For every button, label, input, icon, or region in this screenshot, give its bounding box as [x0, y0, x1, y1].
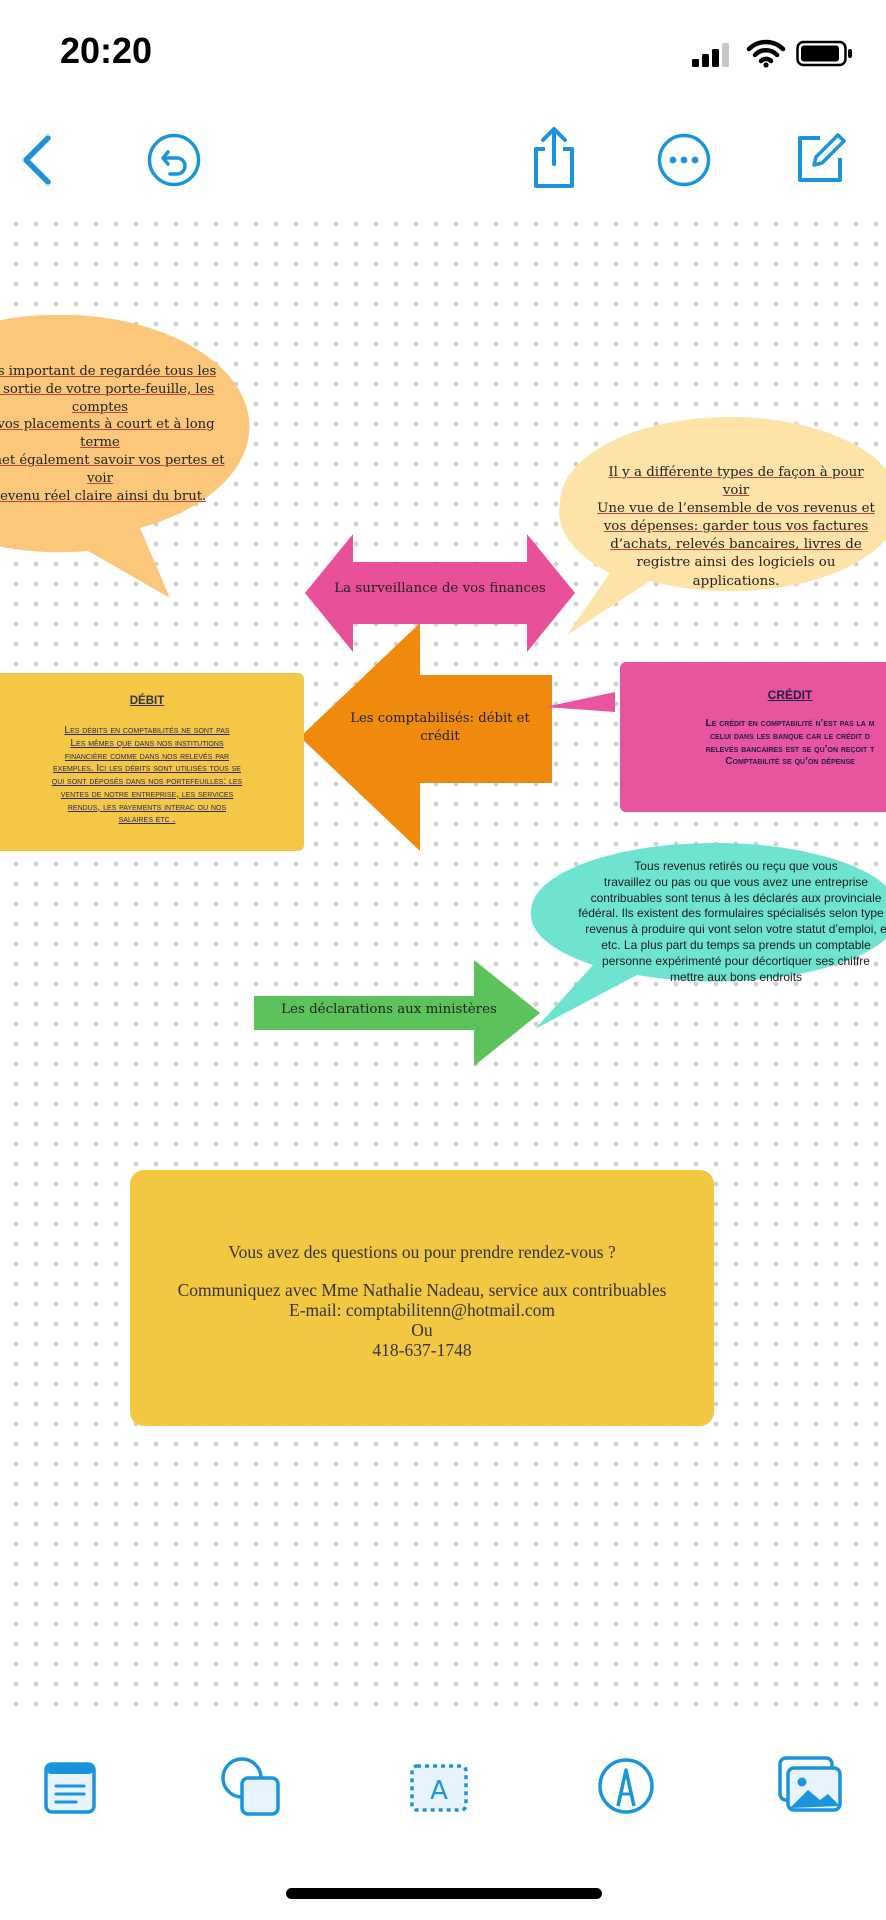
compose-icon[interactable]: [790, 128, 850, 188]
debit-line: ventes de notre entreprise, les services: [60, 788, 234, 800]
bubble-teal-line: travaillez ou pas ou que vous avez une e…: [603, 874, 869, 889]
debit-line: Les débits en comptabilités ne sont pas: [64, 725, 230, 736]
debit-line: salaires etc .: [118, 814, 176, 826]
arrow-comptabilises-line: crédit: [420, 728, 460, 744]
debit-line: qui sont déposés dans nos portefeuilles:…: [51, 776, 243, 787]
bubble-left-text: rès important de regardée tous les et so…: [0, 363, 280, 506]
debit-line: rendus, les payements interac ou nos: [67, 801, 227, 813]
arrow-comptabilises-line: Les comptabilisés: débit et: [350, 711, 530, 726]
bubble-teal-line: fédéral. Ils existent des formulaires sp…: [578, 906, 886, 921]
arrow-comptabilises-label: Les comptabilisés: débit et crédit: [330, 710, 550, 746]
bubble-teal-line: Tous revenus retirés ou reçu que vous: [634, 859, 838, 873]
credit-callout: [545, 662, 886, 812]
bottom-toolbar: A: [0, 1708, 886, 1920]
bubble-right-line: Une vue de l’ensemble de vos revenus et: [597, 501, 875, 517]
credit-title: CRÉDIT: [767, 688, 813, 702]
debit-line: exemples. Ici les débits sont utilisés t…: [53, 763, 241, 775]
share-icon[interactable]: [526, 122, 582, 192]
bubble-right-line: registre ainsi des logiciels ou: [636, 555, 836, 571]
contact-question: Vous avez des questions ou pour prendre …: [228, 1242, 616, 1262]
bubble-left-line: voir: [87, 470, 113, 486]
top-toolbar: [0, 110, 886, 210]
credit-line: Le crédit en comptabilité n’est pas la m: [705, 718, 875, 729]
debit-line: financière comme dans nos relevés par: [64, 750, 230, 762]
speech-bubble-cream: [559, 417, 886, 635]
bubble-right-text: Il y a différente types de façon à pour …: [566, 464, 886, 591]
cellular-signal-icon: [692, 43, 729, 67]
credit-line: celui dans les banque car le crédit d: [710, 730, 870, 742]
credit-line: Comptabilité se qu’on dépense: [725, 756, 855, 768]
bubble-left-line: ermet également savoir vos pertes et: [0, 453, 225, 469]
wifi-icon: [746, 39, 786, 68]
bubble-teal-line: revenus à produire qui vont selon votre …: [585, 922, 886, 937]
freeform-board[interactable]: rès important de regardée tous les et so…: [0, 208, 886, 1708]
bubble-teal-line: mettre aux bons endroits: [669, 969, 803, 984]
contact-email[interactable]: E-mail: comptabilitenn@hotmail.com: [289, 1300, 555, 1320]
contact-card: Vous avez des questions ou pour prendre …: [130, 1170, 714, 1426]
pen-icon[interactable]: [596, 1756, 656, 1816]
bubble-teal-line: contribuables sont tenus à les déclarés …: [590, 890, 882, 905]
right-arrow-green: [254, 960, 540, 1066]
battery-icon: [796, 40, 852, 67]
bubble-left-line: rès important de regardée tous les: [0, 364, 217, 379]
notes-icon[interactable]: [42, 1760, 98, 1816]
contact-person: Communiquez avec Mme Nathalie Nadeau, se…: [177, 1280, 667, 1300]
clock: 20:20: [60, 30, 153, 71]
arrow-surveillance-label: La surveillance de vos finances: [334, 581, 546, 596]
svg-text:A: A: [430, 1776, 448, 1806]
undo-icon[interactable]: [146, 132, 202, 188]
bubble-left-line: terme: [80, 435, 120, 451]
home-indicator: [286, 1888, 602, 1899]
credit-line: relevés bancaires est se qu’on reçoit t: [705, 743, 875, 755]
text-box-icon[interactable]: A: [408, 1760, 470, 1816]
debit-title: DÉBIT: [129, 695, 165, 707]
bubble-right-line: voir: [722, 483, 750, 499]
bubble-right-line: Il y a différente types de façon à pour: [608, 465, 864, 480]
back-icon[interactable]: [14, 130, 58, 190]
debit-body: Les débits en comptabilités ne sont pas …: [0, 725, 304, 827]
bubble-teal-line: etc. La plus part du temps sa prends un …: [601, 938, 871, 953]
arrow-declarations-label: Les déclarations aux ministères: [281, 1002, 497, 1017]
status-bar: 20:20: [0, 0, 886, 110]
left-arrow-orange: [300, 623, 552, 851]
bubble-left-line: et sortie de votre porte-feuille, les: [0, 381, 215, 397]
bubble-teal-text: Tous revenus retirés ou reçu que vous tr…: [526, 859, 886, 986]
bubble-right-line: vos dépenses: garder tous vos factures: [603, 519, 869, 535]
media-icon[interactable]: [778, 1754, 844, 1816]
shapes-icon[interactable]: [220, 1756, 282, 1818]
more-icon[interactable]: [656, 132, 712, 188]
contact-phone[interactable]: 418-637-1748: [372, 1340, 472, 1360]
bubble-teal-line: personne expérimenté pour décortiquer se…: [602, 953, 870, 968]
credit-body: Le crédit en comptabilité n’est pas la m…: [620, 718, 886, 769]
speech-bubble-teal: [530, 843, 886, 1029]
bubble-left-line: revenu réel claire ainsi du brut.: [0, 488, 207, 504]
contact-or: Ou: [411, 1320, 433, 1340]
debit-line: Les mêmes que dans nos institutions: [70, 737, 224, 749]
bubble-right-line: d’achats, relevés bancaires, livres de: [610, 537, 862, 553]
debit-box: [0, 673, 304, 851]
bubble-left-line: comptes: [71, 399, 129, 415]
speech-bubble-orange: [0, 315, 250, 598]
bubble-left-line: e vos placements à court et à long: [0, 417, 215, 433]
double-arrow-pink: [305, 534, 575, 652]
bubble-right-line: applications.: [692, 573, 780, 589]
